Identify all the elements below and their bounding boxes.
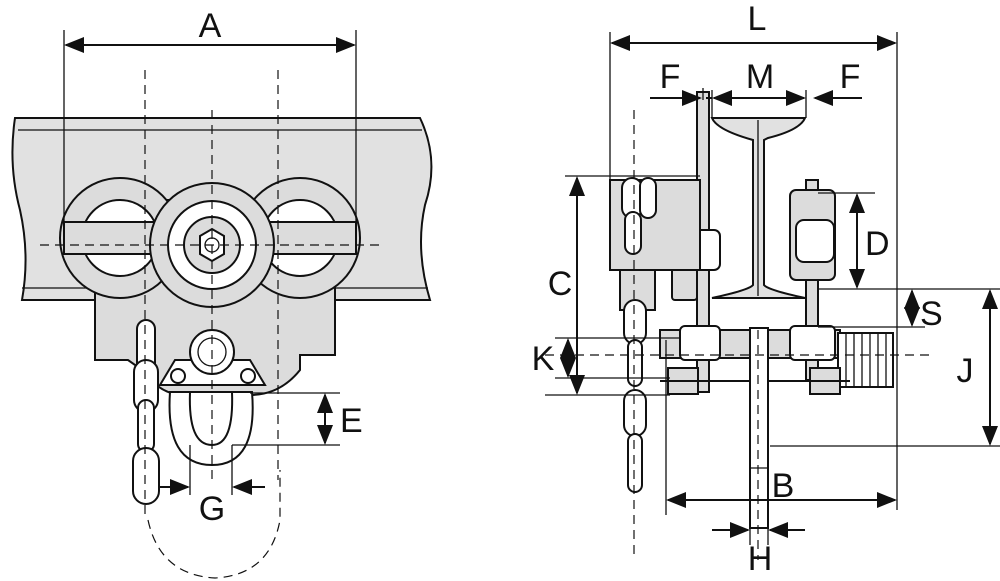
dim-label-C: C	[548, 265, 573, 303]
side-view: L F M F C K D S J	[532, 0, 1000, 578]
dim-label-A: A	[199, 7, 222, 45]
dim-label-E: E	[340, 402, 363, 440]
dim-label-H: H	[748, 540, 773, 578]
hand-chain-front	[132, 319, 160, 505]
dim-label-J: J	[957, 352, 974, 390]
dim-label-G: G	[199, 490, 225, 528]
dim-label-L: L	[748, 0, 767, 38]
dim-label-F-left: F	[660, 58, 681, 96]
dim-label-D: D	[865, 225, 890, 263]
dim-label-F-right: F	[840, 58, 861, 96]
hook-eye	[168, 391, 254, 467]
dim-label-M: M	[746, 58, 774, 96]
hand-chain-side	[621, 177, 657, 493]
dim-label-K: K	[532, 340, 555, 378]
dim-label-B: B	[772, 467, 795, 505]
hanger-plate	[749, 327, 769, 529]
front-view: A E G	[11, 7, 433, 579]
threaded-axle	[837, 332, 894, 388]
dim-label-S: S	[920, 295, 943, 333]
